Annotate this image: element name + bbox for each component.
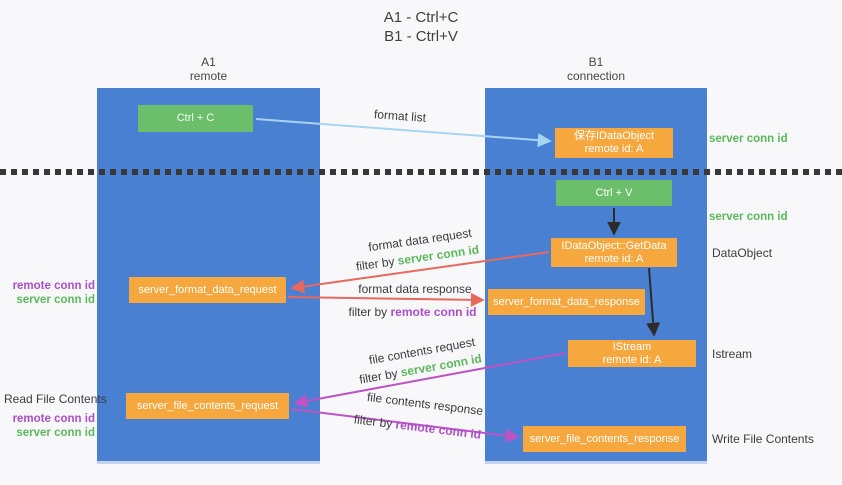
- filter-by-text: filter by: [353, 412, 397, 432]
- remote-conn-id-inline: remote conn id: [394, 417, 482, 442]
- write-file-contents-label: Write File Contents: [712, 432, 814, 446]
- lane-a1-name: A1: [201, 55, 216, 69]
- server-format-data-response-node: server_format_data_response: [488, 289, 645, 315]
- conn-id-labels-format: remote conn id server conn id: [0, 279, 95, 307]
- server-conn-id-label-top: server conn id: [709, 133, 788, 145]
- server-format-data-request-node: server_format_data_request: [129, 277, 286, 303]
- title-line-1: A1 - Ctrl+C: [383, 9, 459, 26]
- format-list-arrow-label: format list: [373, 107, 427, 125]
- format-data-response-arrow-label: format data response: [358, 282, 472, 296]
- file-request-label: server_file_contents_request: [136, 399, 279, 412]
- dotted-divider: [0, 169, 842, 175]
- lane-a1-subtitle: remote: [189, 69, 228, 83]
- ctrl-c-label: Ctrl + C: [176, 112, 215, 124]
- ctrl-v-node: Ctrl + V: [556, 180, 672, 206]
- conn-id-labels-file: remote conn id server conn id: [0, 412, 95, 440]
- ctrl-v-label: Ctrl + V: [595, 186, 633, 199]
- remote-conn-id-inline: remote conn id: [390, 305, 477, 319]
- istream-title: IStream: [612, 340, 652, 353]
- lane-b1-header: B1 connection: [485, 55, 707, 83]
- title-line-2: B1 - Ctrl+V: [384, 28, 458, 45]
- lane-a1-header: A1 remote: [97, 55, 320, 83]
- server-file-contents-request-node: server_file_contents_request: [126, 393, 289, 419]
- diagram-title: A1 - Ctrl+C B1 - Ctrl+V: [0, 8, 842, 46]
- lane-b1-name: B1: [588, 55, 604, 69]
- remote-conn-id-label: remote conn id: [12, 280, 95, 292]
- dataobject-label: DataObject: [712, 246, 773, 260]
- save-idataobject-node: 保存IDataObject remote id: A: [555, 128, 673, 158]
- istream-node: IStream remote id: A: [568, 340, 696, 367]
- lane-b1-subtitle: connection: [566, 69, 626, 83]
- save-idataobject-title: 保存IDataObject: [573, 130, 655, 142]
- getdata-subtitle: remote id: A: [584, 252, 644, 265]
- server-conn-id-label-mid: server conn id: [709, 211, 788, 223]
- ctrl-c-node: Ctrl + C: [138, 105, 253, 132]
- server-conn-id-label: server conn id: [16, 427, 95, 439]
- remote-conn-id-label: remote conn id: [12, 413, 95, 425]
- filter-by-text: filter by: [358, 365, 403, 387]
- idataobject-getdata-node: IDataObject::GetData remote id: A: [551, 238, 677, 267]
- server-file-contents-response-node: server_file_contents_response: [523, 426, 686, 452]
- format-request-label: server_format_data_request: [138, 283, 277, 296]
- format-data-response-filter-label: filter by remote conn id: [325, 305, 500, 319]
- format-response-label: server_format_data_response: [493, 295, 640, 308]
- istream-side-label: Istream: [712, 347, 753, 361]
- filter-by-text: filter by: [348, 305, 391, 319]
- read-file-contents-label: Read File Contents: [4, 392, 107, 406]
- file-response-label: server_file_contents_response: [529, 432, 680, 445]
- getdata-title: IDataObject::GetData: [561, 239, 667, 252]
- save-idataobject-subtitle: remote id: A: [584, 143, 644, 155]
- filter-by-text: filter by: [355, 253, 399, 274]
- server-conn-id-label: server conn id: [16, 294, 95, 306]
- istream-subtitle: remote id: A: [602, 353, 662, 366]
